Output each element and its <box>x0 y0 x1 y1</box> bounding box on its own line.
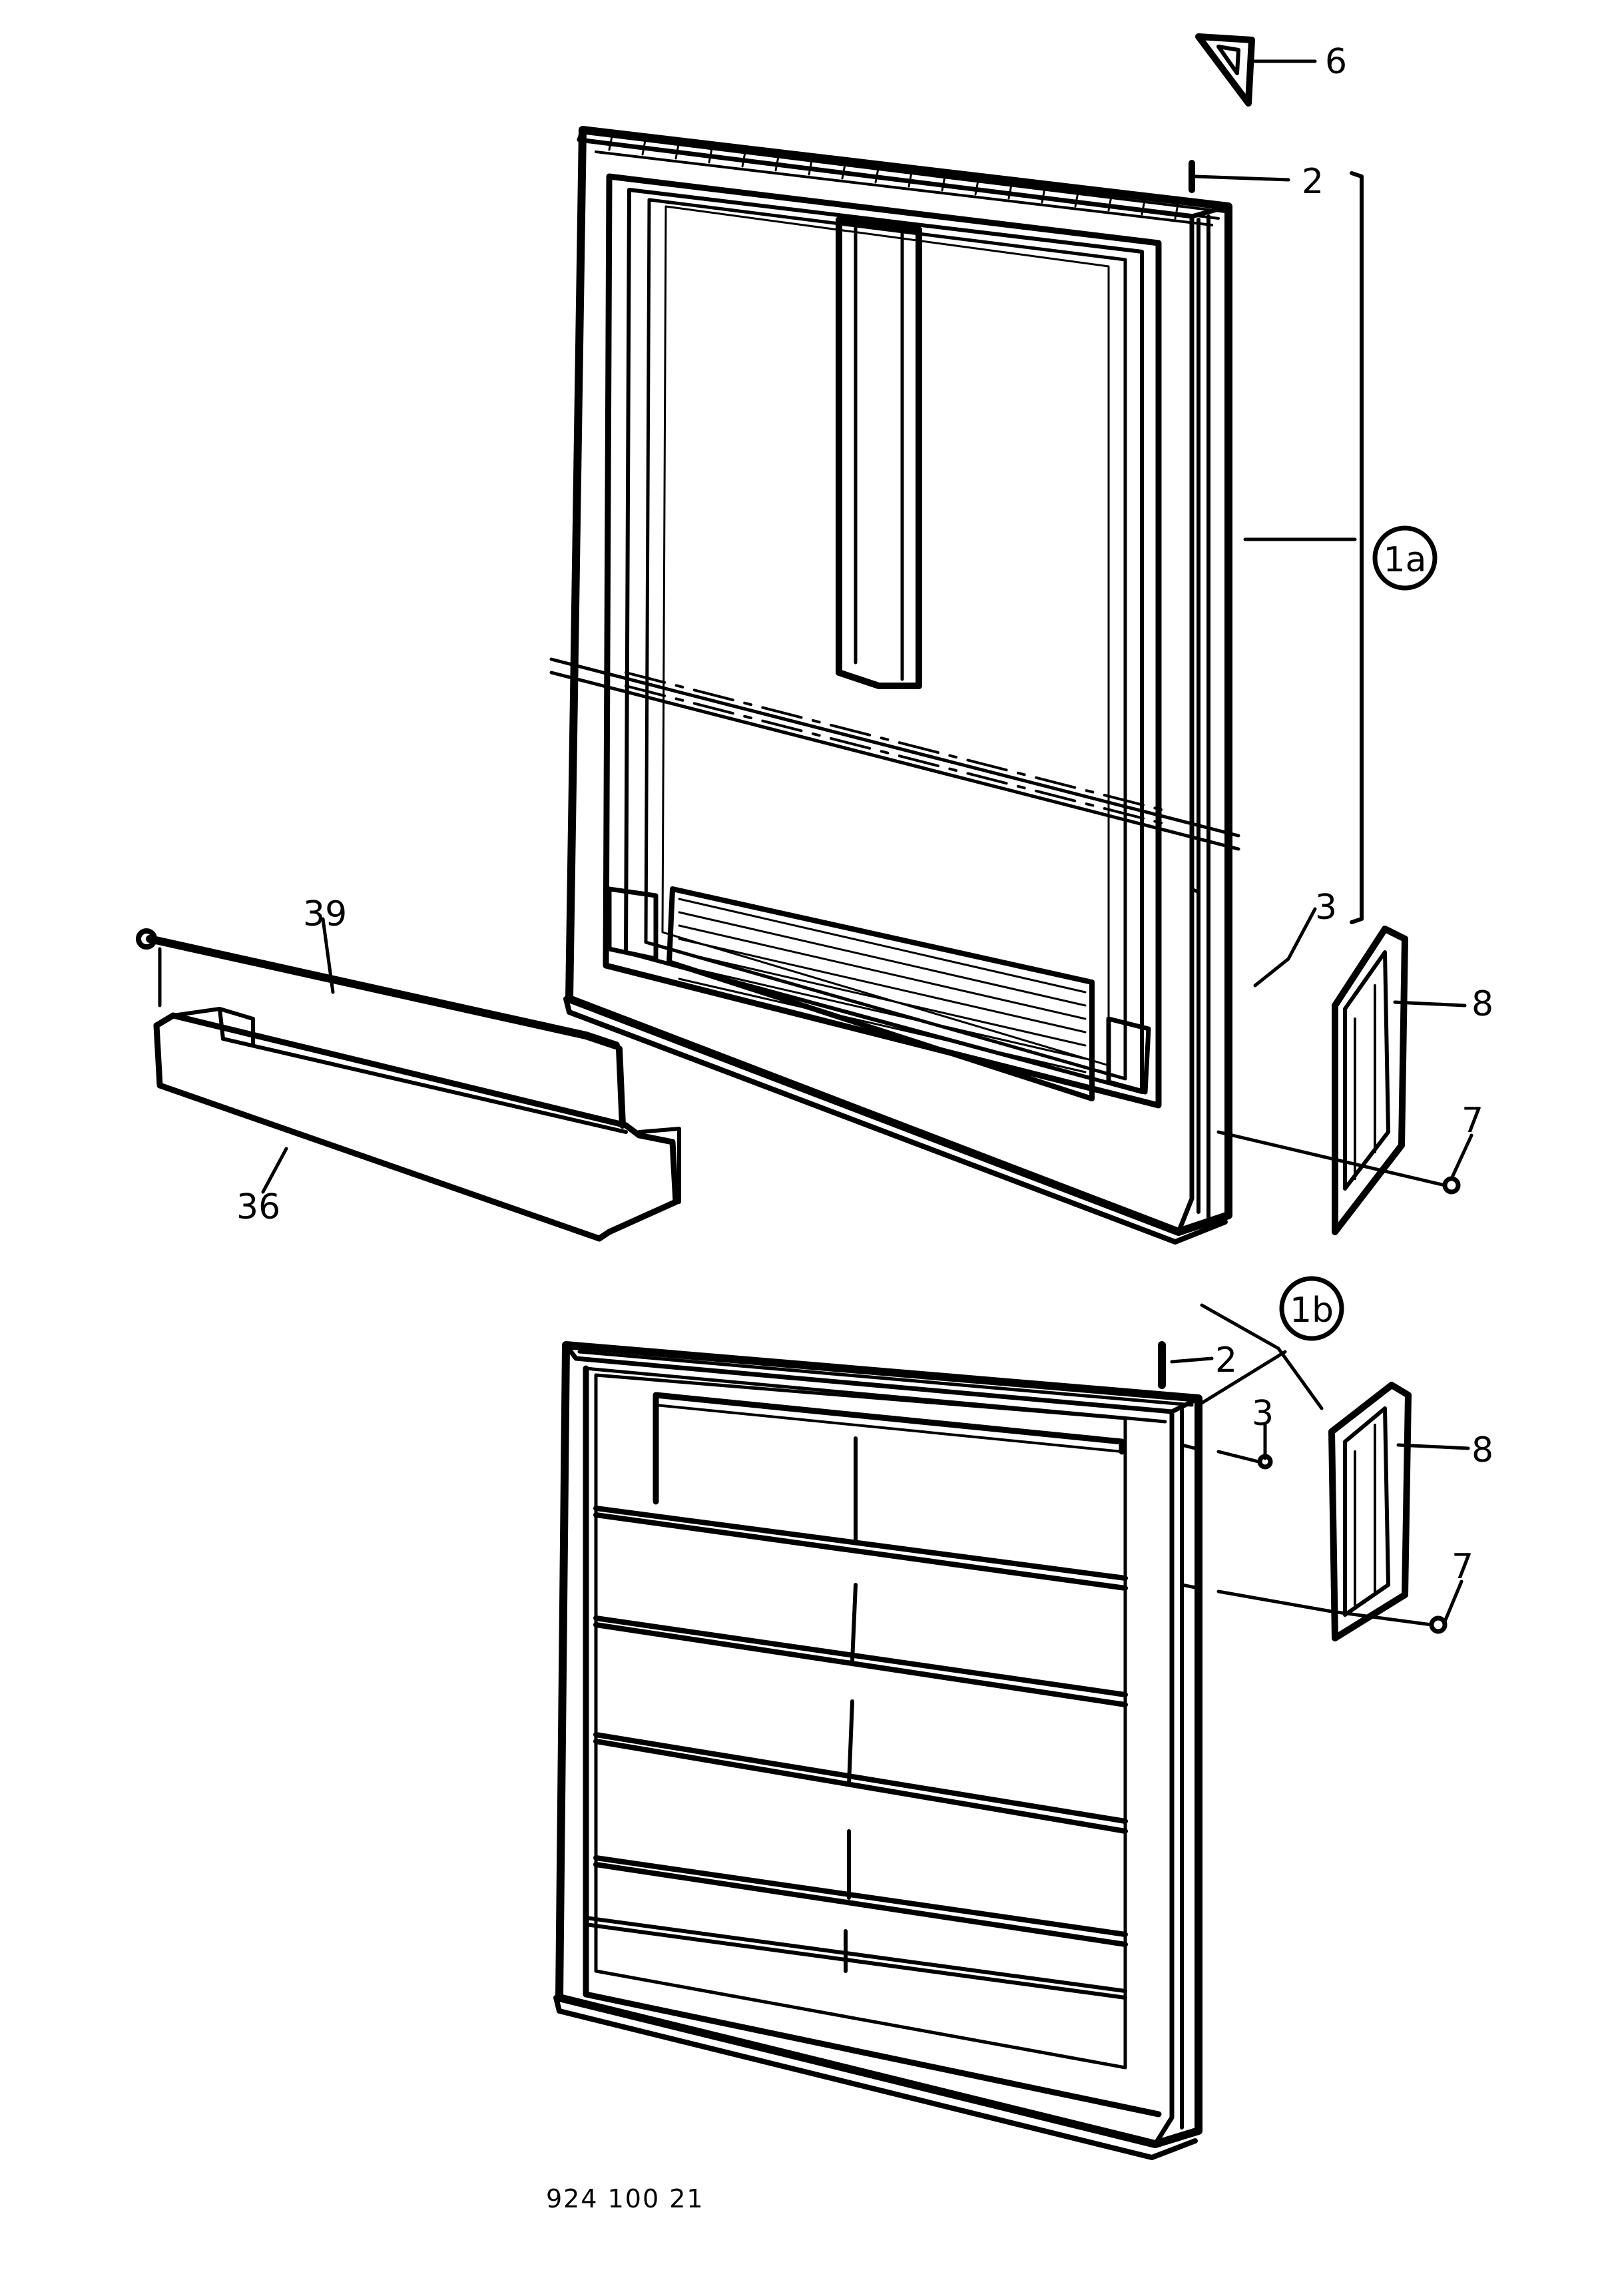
part-7-screw-lower <box>1180 1579 1464 1634</box>
group-1b-bracket <box>1197 1276 1344 1410</box>
part-36-door-shelf <box>153 1007 681 1242</box>
callout-3-top: 3 <box>1315 888 1337 928</box>
part-3-screw-upper <box>1190 887 1317 988</box>
callout-1a: 1a <box>1384 540 1427 580</box>
part-8-hinge-upper <box>1332 926 1467 1235</box>
callout-7-bottom: 7 <box>1452 1547 1473 1587</box>
callout-3-bottom: 3 <box>1252 1394 1274 1434</box>
callout-6: 6 <box>1325 42 1347 82</box>
group-1a-bracket <box>1243 171 1438 924</box>
part-6-corner-cap <box>1195 33 1317 107</box>
callout-7-top: 7 <box>1462 1101 1483 1141</box>
callout-2-bottom: 2 <box>1215 1340 1237 1380</box>
part-3-screw-lower <box>1180 1423 1273 1470</box>
callout-8-bottom: 8 <box>1471 1430 1493 1470</box>
lower-door-1b <box>553 1341 1202 2160</box>
part-2-screw-top <box>1189 160 1290 193</box>
drawing-code: 924 100 21 <box>546 2184 704 2213</box>
part-8-hinge-lower <box>1328 1382 1470 1641</box>
callout-labels: 6 2 1a 3 8 7 39 36 1b 2 3 8 7 924 100 21 <box>236 42 1493 2213</box>
part-7-screw-upper <box>1216 1130 1473 1195</box>
callout-1b: 1b <box>1290 1291 1334 1330</box>
callout-36: 36 <box>236 1187 280 1227</box>
callout-39: 39 <box>303 894 347 934</box>
callout-2-top: 2 <box>1302 162 1324 202</box>
upper-door-1a <box>549 126 1240 1245</box>
part-2-screw-bottom <box>1158 1341 1214 1389</box>
part-39-shelf-rail <box>136 917 620 1049</box>
callout-8-top: 8 <box>1471 984 1493 1024</box>
